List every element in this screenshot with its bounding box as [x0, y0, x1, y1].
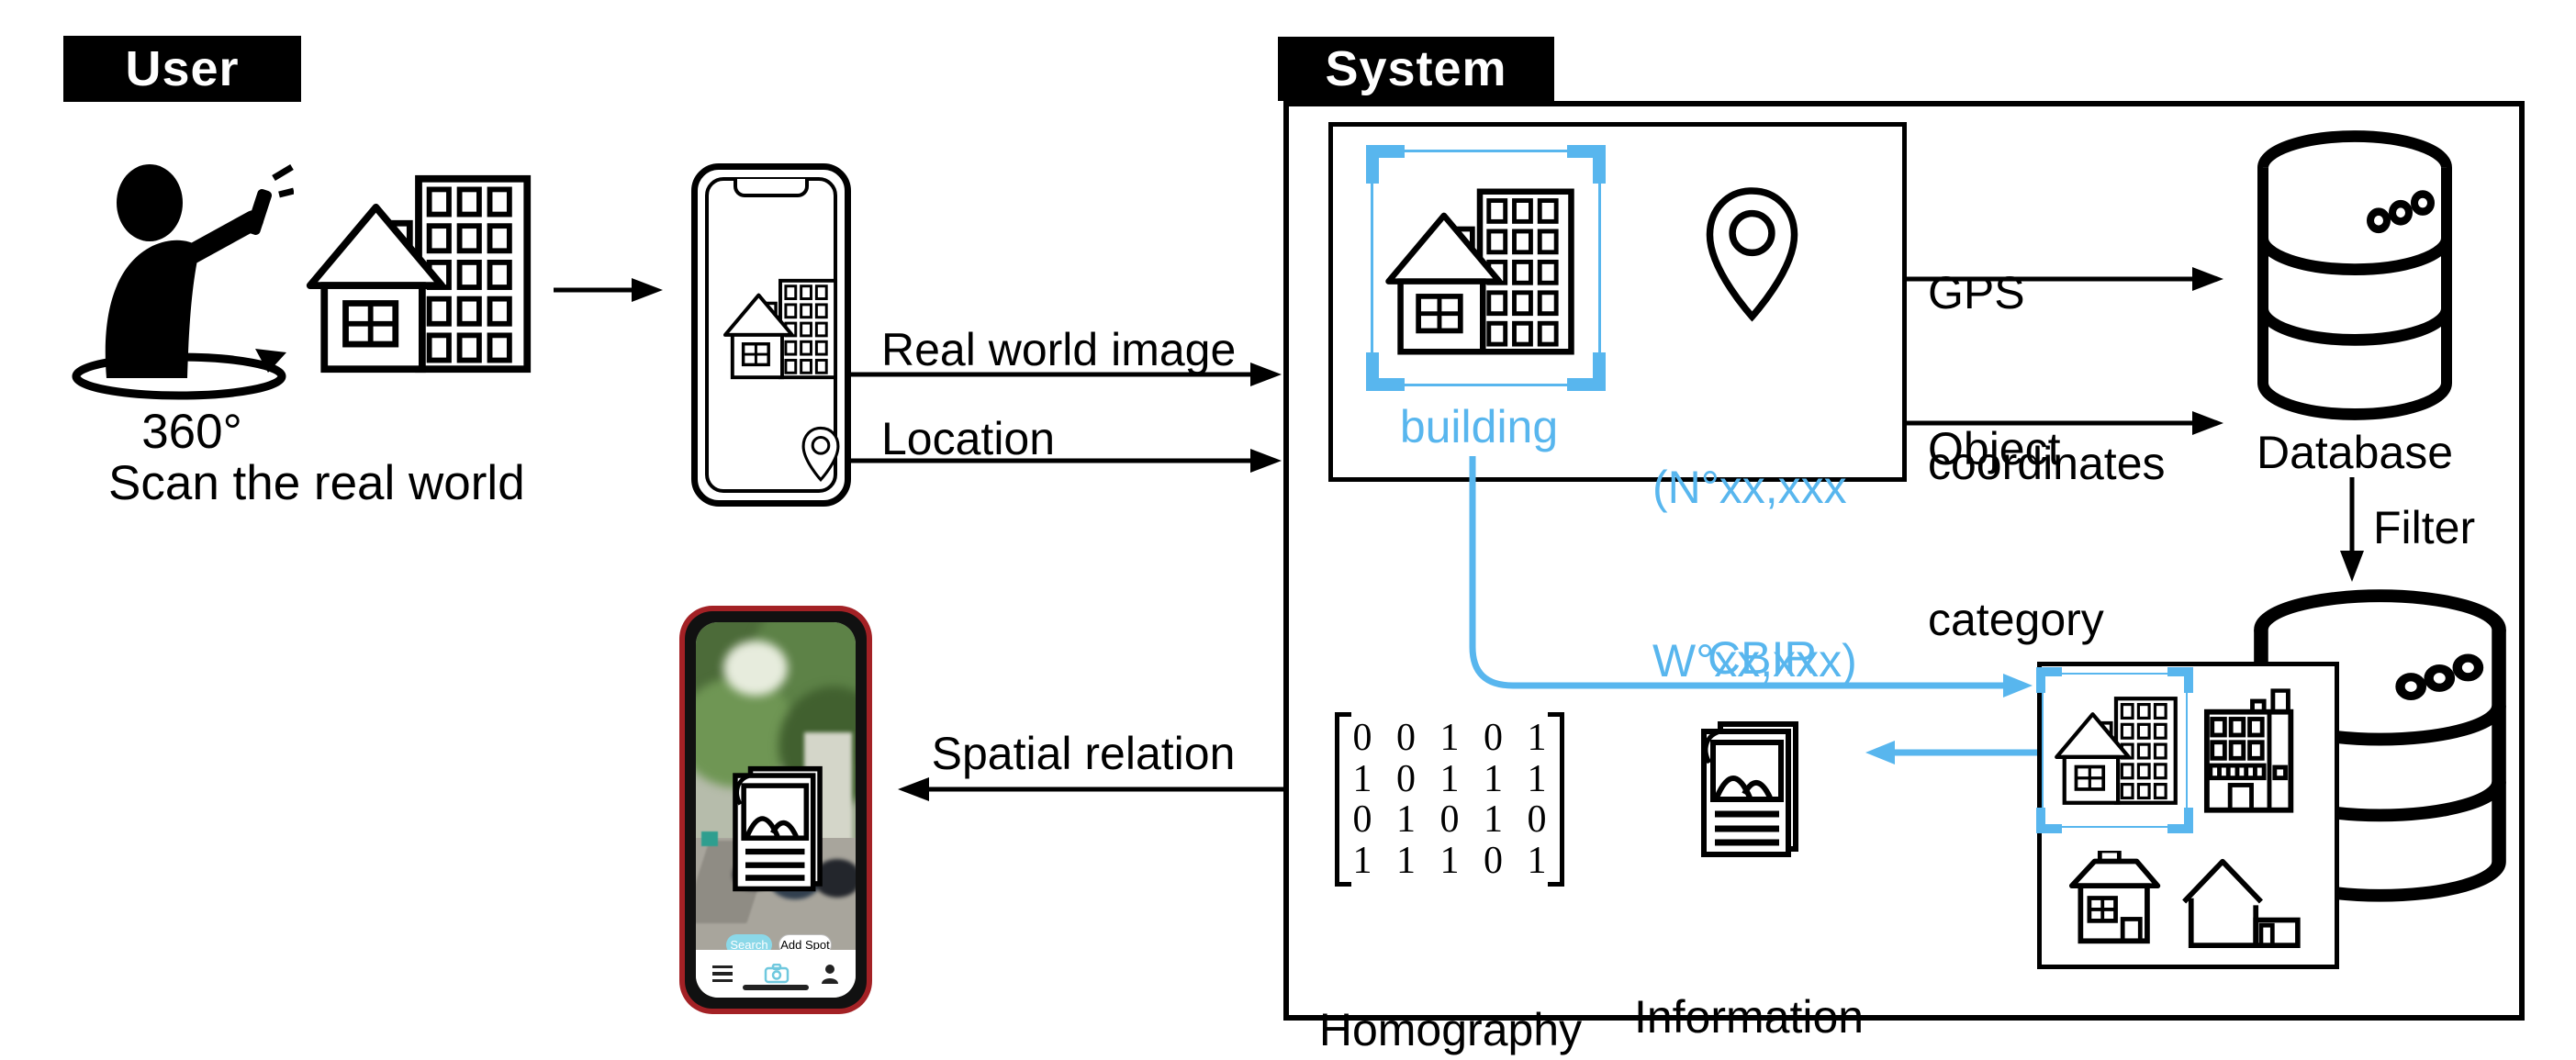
person-scanning-icon: [72, 163, 294, 400]
matrix-row: 0 0 1 0 1: [1352, 717, 1547, 759]
bbox-corner-icon: [2167, 808, 2193, 833]
home-indicator[interactable]: [743, 985, 809, 990]
detected-class-label: building: [1399, 401, 1559, 452]
arrow-filter: [2340, 477, 2364, 582]
camera-icon[interactable]: [764, 964, 790, 984]
object-edge-line2: category: [1928, 594, 2104, 645]
matrix-row: 0 1 0 1 0: [1352, 798, 1547, 842]
arrow-real-world-image: [851, 363, 1282, 386]
bbox-corner-icon: [1366, 145, 1405, 184]
object-edge-line1: Object: [1928, 423, 2061, 474]
cbir-label: CBIR: [1708, 632, 1818, 684]
arrow-category-to-database: [1907, 411, 2223, 435]
arrow-location: [851, 449, 1282, 473]
ar-camera-view: Search Add Spot: [696, 622, 856, 998]
gps-edge-line1: GPS: [1928, 267, 2025, 318]
sticker-caption: Information sticker: [1602, 879, 1896, 1060]
gps-coords-line1: (N°xx,xxx: [1652, 462, 1847, 513]
gps-edge-line2: coordinates: [1928, 438, 2166, 489]
bbox-corner-icon: [2167, 667, 2193, 693]
bbox-corner-icon: [2036, 667, 2062, 693]
arrow-match-to-sticker: [1865, 741, 2037, 764]
phone-bezel: Search Add Spot: [685, 611, 867, 1009]
capture-phone-screen: [705, 177, 837, 493]
sticker-caption-line1: Information: [1633, 991, 1865, 1043]
location-label: Location: [881, 413, 1056, 464]
arrow-scan-to-phone: [554, 278, 663, 302]
menu-icon[interactable]: [712, 965, 733, 983]
matched-image-bounding-box: [2036, 667, 2193, 833]
bottom-nav-bar: [696, 950, 856, 998]
arrow-cbir: [1469, 456, 2033, 697]
user-section-label: User: [63, 36, 301, 102]
matrix-bracket-right: [1548, 712, 1564, 887]
gps-coords-value: (N°xx,xxx W°xx,xxx): [1652, 343, 1857, 806]
system-section-label: System: [1278, 37, 1554, 101]
phone-notch: [734, 179, 809, 197]
homography-caption-line1: Homography: [1318, 1004, 1583, 1055]
filter-label: Filter: [2373, 502, 2476, 553]
matrix-bracket-left: [1335, 712, 1351, 887]
spatial-relation-label: Spatial relation: [931, 728, 1236, 779]
database-label: Database: [2256, 427, 2454, 478]
system-section-title: System: [1325, 41, 1507, 96]
bbox-corner-icon: [1567, 352, 1606, 391]
detection-bounding-box: [1366, 145, 1606, 391]
bbox-corner-icon: [2036, 808, 2062, 833]
sky-gap: [723, 641, 788, 696]
rotation-360-label: 360°: [141, 405, 242, 459]
gps-coords-line2: W°xx,xxx): [1652, 635, 1857, 686]
homography-matrix: 0 0 1 0 1 1 0 1 1 1 0 1 0 1 0 1 1 1 0 1: [1335, 712, 1564, 887]
profile-icon[interactable]: [821, 964, 839, 984]
bbox-corner-icon: [1567, 145, 1606, 184]
real-world-image-label: Real world image: [881, 324, 1237, 375]
ar-result-phone: Search Add Spot: [679, 606, 872, 1014]
user-section-title: User: [125, 41, 240, 96]
scan-caption: Scan the real world: [108, 456, 525, 510]
homography-caption: Homography matrix: [1304, 892, 1597, 1060]
gps-coordinates-edge-label: GPS coordinates: [1928, 151, 2166, 606]
arrow-gps-to-database: [1907, 267, 2223, 291]
bbox-corner-icon: [1366, 352, 1405, 391]
capture-phone: [691, 163, 851, 507]
arrow-spatial-relation: [898, 777, 1283, 801]
street-sign: [701, 831, 718, 846]
object-category-edge-label: Object category: [1928, 307, 2104, 762]
matrix-row: 1 1 1 0 1: [1352, 839, 1547, 882]
matrix-row: 1 0 1 1 1: [1352, 757, 1547, 800]
